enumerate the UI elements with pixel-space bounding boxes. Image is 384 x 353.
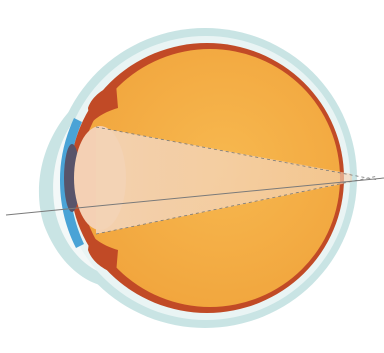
- eye-diagram: [0, 0, 384, 353]
- eye-cross-section-svg: [0, 0, 384, 353]
